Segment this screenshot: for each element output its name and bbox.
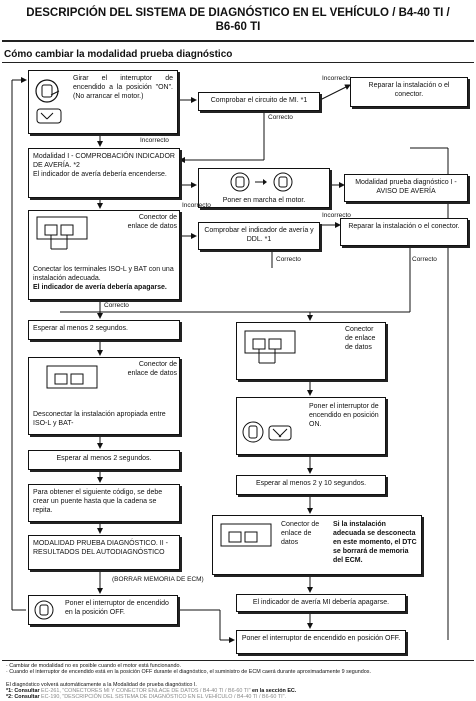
mode-2-self-diagnostic: MODALIDAD PRUEBA DIAGNÓSTICO. II - RESUL… (28, 535, 180, 570)
section-subtitle: Cómo cambiar la modalidad prueba diagnós… (4, 49, 233, 60)
note-4: *1: Consultar EC-261, "CONECTORES MI Y C… (6, 688, 472, 695)
wait-2s-1: Esperar al menos 2 segundos. (28, 320, 180, 340)
note-1: · Cambiar de modalidad no es posible cua… (6, 663, 182, 669)
mode-1-mi-check: Modalidad I - COMPROBACIÓN INDICADOR DE … (28, 148, 180, 198)
create-jumper: Para obtener el siguiente código, se deb… (28, 484, 180, 522)
disconnect-iso-bat-text: Desconectar la instalación apropiada ent… (33, 411, 166, 427)
step-ignition-on: Girar el interruptor de encendido a la p… (28, 70, 178, 134)
subtitle-rule (2, 62, 474, 63)
check-mi-circuit: Comprobar el circuito de MI. *1 (198, 92, 320, 111)
notes-rule (2, 660, 474, 661)
right-connector-box: Conector de enlace de datos (236, 322, 386, 380)
label-correcto-4: Correcto (104, 302, 129, 309)
check-mi-ddl: Comprobar el indicador de avería y DDL. … (198, 222, 320, 250)
note-4-prefix: *1: Consultar (6, 688, 40, 694)
data-link-connector-icon-3 (244, 330, 296, 364)
repair-harness-2: Reparar la instalación o el conector. (340, 218, 468, 246)
note-4-link[interactable]: EC-261, "CONECTORES MI Y CONECTOR ENLACE… (41, 688, 251, 694)
page-title: DESCRIPCIÓN DEL SISTEMA DE DIAGNÓSTICO E… (0, 6, 476, 34)
connect-iso-bat-result: El indicador de avería debería apagarse. (33, 284, 167, 291)
start-engine-text: Poner en marcha el motor. (222, 197, 306, 204)
mode-1-malfunction-warning: Modalidad prueba diagnóstico I - AVISO D… (344, 174, 468, 202)
data-link-connector-icon-2 (46, 365, 98, 389)
note-4-suffix: en la sección EC. (251, 688, 297, 694)
step-ignition-on-text: Girar el interruptor de encendido a la p… (73, 75, 173, 100)
label-incorrecto-2: Incorrecto (140, 137, 169, 144)
title-line2: B6-60 TI (215, 21, 261, 33)
title-rule (2, 40, 474, 42)
label-borrar-memoria: (BORRAR MEMORIA DE ECM) (112, 576, 204, 583)
wait-2s-2: Esperar al menos 2 segundos. (28, 450, 180, 470)
ignition-off-left-text: Poner el interruptor de encendido en la … (65, 600, 169, 616)
mi-should-turn-off: El indicador de avería MI debería apagar… (236, 594, 406, 612)
right-connector-label: Conector de enlace de datos (345, 326, 376, 351)
note-5-link[interactable]: EC-190, "DESCRIPCIÓN DEL SISTEMA DE DIAG… (41, 694, 287, 700)
data-link-connector-icon (36, 216, 88, 250)
ignition-off-left: Poner el interruptor de encendido en la … (28, 595, 178, 625)
label-incorrecto-1: Incorrecto (322, 75, 351, 82)
erase-dtc-text: Si la instalación adecuada se desconecta… (333, 521, 417, 564)
label-incorrecto-3: Incorrecto (182, 202, 211, 209)
label-incorrecto-4: Incorrecto (322, 212, 351, 219)
ignition-engine-icon (242, 421, 292, 443)
label-correcto-1: Correcto (268, 114, 293, 121)
engine-start-icon (230, 172, 293, 192)
mode-1-mi-check-title: Modalidad I - COMPROBACIÓN INDICADOR DE … (33, 153, 175, 169)
erase-dtc-box: Conector de enlace de datos Si la instal… (212, 515, 422, 575)
connect-iso-bat-text: Conectar los terminales ISO-L y BAT con … (33, 266, 174, 282)
repair-harness-1: Reparar la instalación o el conector. (350, 77, 468, 107)
mode-1-mi-check-text: El indicador de avería debería encenders… (33, 171, 167, 178)
note-5: *2: Consultar EC-190, "DESCRIPCIÓN DEL S… (6, 694, 472, 701)
disconnect-connector-label: Conector de enlace de datos (127, 361, 177, 377)
title-line1: DESCRIPCIÓN DEL SISTEMA DE DIAGNÓSTICO E… (26, 7, 450, 19)
connect-iso-bat: Conector de enlace de datos Conectar los… (28, 210, 180, 300)
data-link-connector-icon-4 (220, 523, 272, 547)
note-5-prefix: *2: Consultar (6, 694, 40, 700)
note-3: El diagnóstico volverá automáticamente a… (6, 682, 197, 688)
ignition-key-off-icon (34, 600, 54, 620)
ignition-key-icon (35, 79, 62, 124)
ignition-on-right-text: Poner el interruptor de encendido en pos… (309, 403, 379, 428)
label-correcto-2: Correcto (276, 256, 301, 263)
wait-2-10s: Esperar al menos 2 y 10 segundos. (236, 475, 386, 495)
label-correcto-3: Correcto (412, 256, 437, 263)
ignition-on-right: Poner el interruptor de encendido en pos… (236, 397, 386, 455)
note-2: · Cuando el interruptor de encendido est… (6, 669, 371, 675)
ignition-off-right: Poner el interruptor de encendido en pos… (236, 630, 406, 654)
erase-connector-label: Conector de enlace de datos (281, 521, 320, 546)
connect-iso-bat-connector-label: Conector de enlace de datos (127, 214, 177, 230)
disconnect-iso-bat: Conector de enlace de datos Desconectar … (28, 357, 180, 435)
start-engine: Poner en marcha el motor. (198, 168, 330, 208)
